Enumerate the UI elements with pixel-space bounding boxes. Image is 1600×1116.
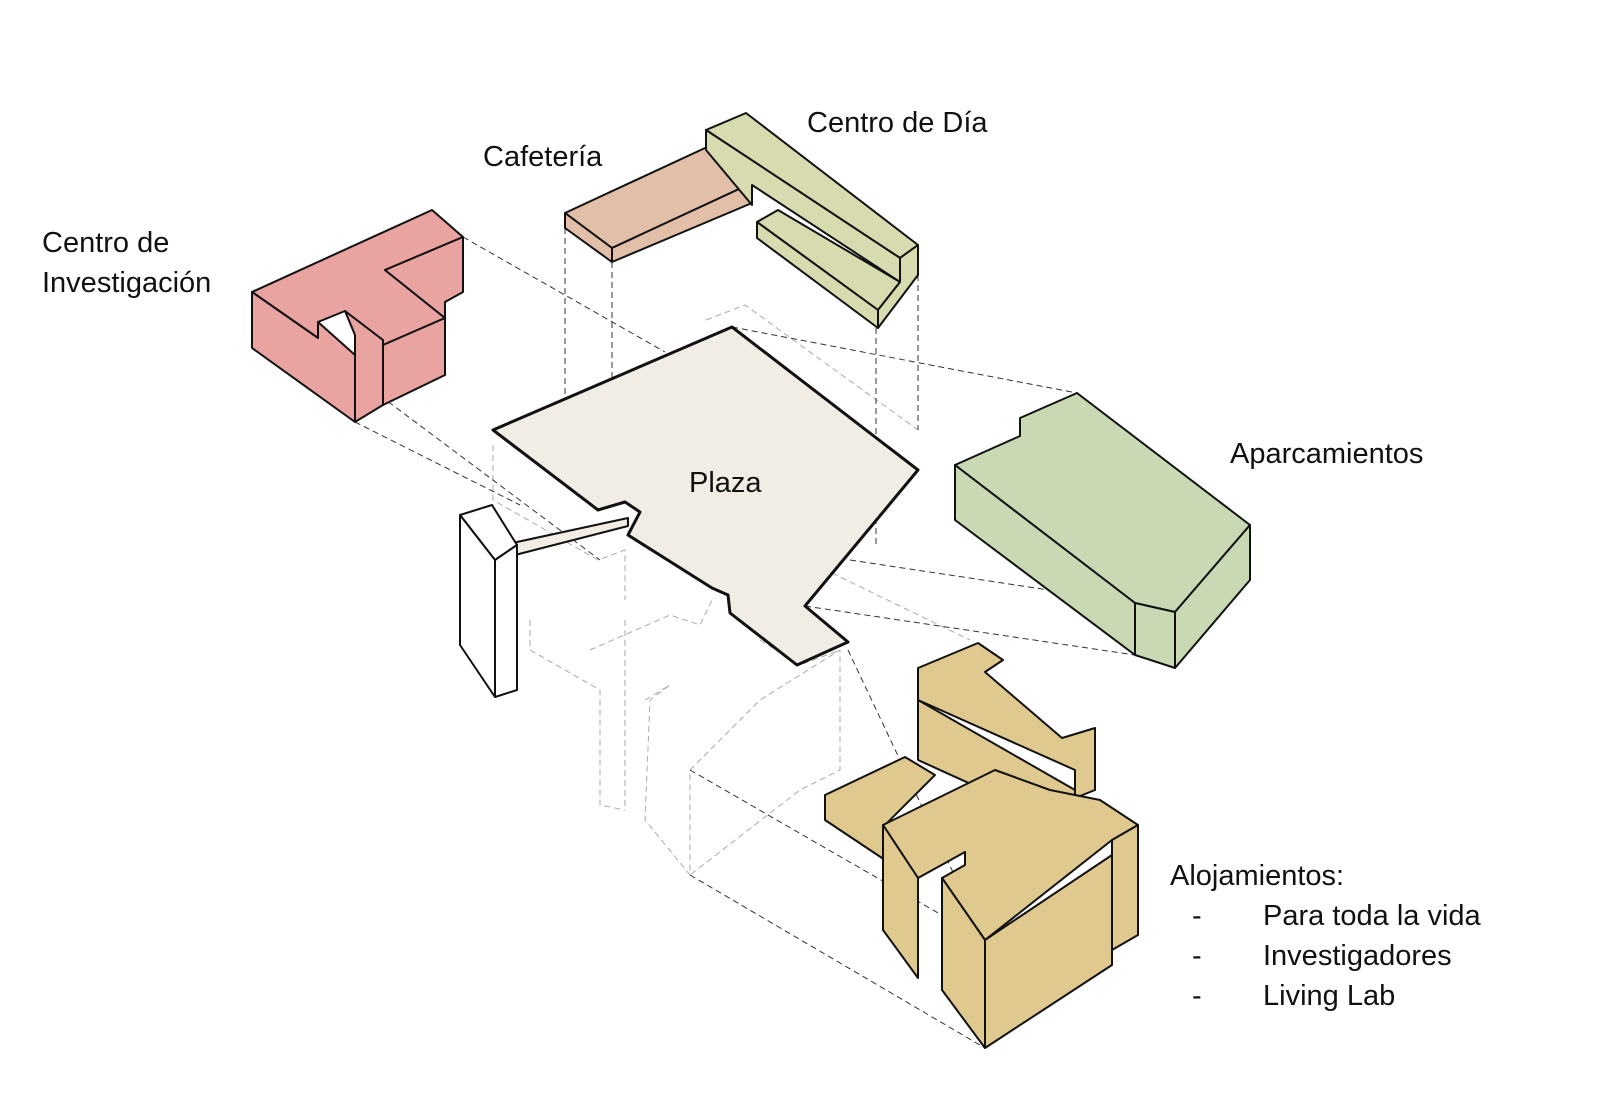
building-alojamientos xyxy=(824,642,1139,1049)
building-centro-investigacion xyxy=(251,209,464,423)
tower xyxy=(459,504,518,698)
label-centro-dia: Centro de Día xyxy=(807,107,988,139)
list-bullet: - xyxy=(1192,940,1202,972)
label-centro-investigacion-line2: Investigación xyxy=(42,267,211,299)
label-centro-investigacion-line1: Centro de xyxy=(42,227,169,259)
building-centro-dia xyxy=(705,112,919,329)
label-plaza: Plaza xyxy=(689,467,762,499)
plaza-slab xyxy=(491,325,920,667)
list-item-investigadores: Investigadores xyxy=(1263,940,1452,972)
building-cafeteria xyxy=(564,147,753,263)
label-cafeteria: Cafetería xyxy=(483,141,603,173)
list-bullet: - xyxy=(1192,900,1202,932)
list-bullet: - xyxy=(1192,980,1202,1012)
label-alojamientos: Alojamientos: xyxy=(1170,860,1344,892)
list-item-para-toda-la-vida: Para toda la vida xyxy=(1263,900,1482,932)
building-aparcamientos xyxy=(954,392,1251,669)
label-aparcamientos: Aparcamientos xyxy=(1230,438,1423,470)
list-item-living-lab: Living Lab xyxy=(1263,980,1395,1012)
